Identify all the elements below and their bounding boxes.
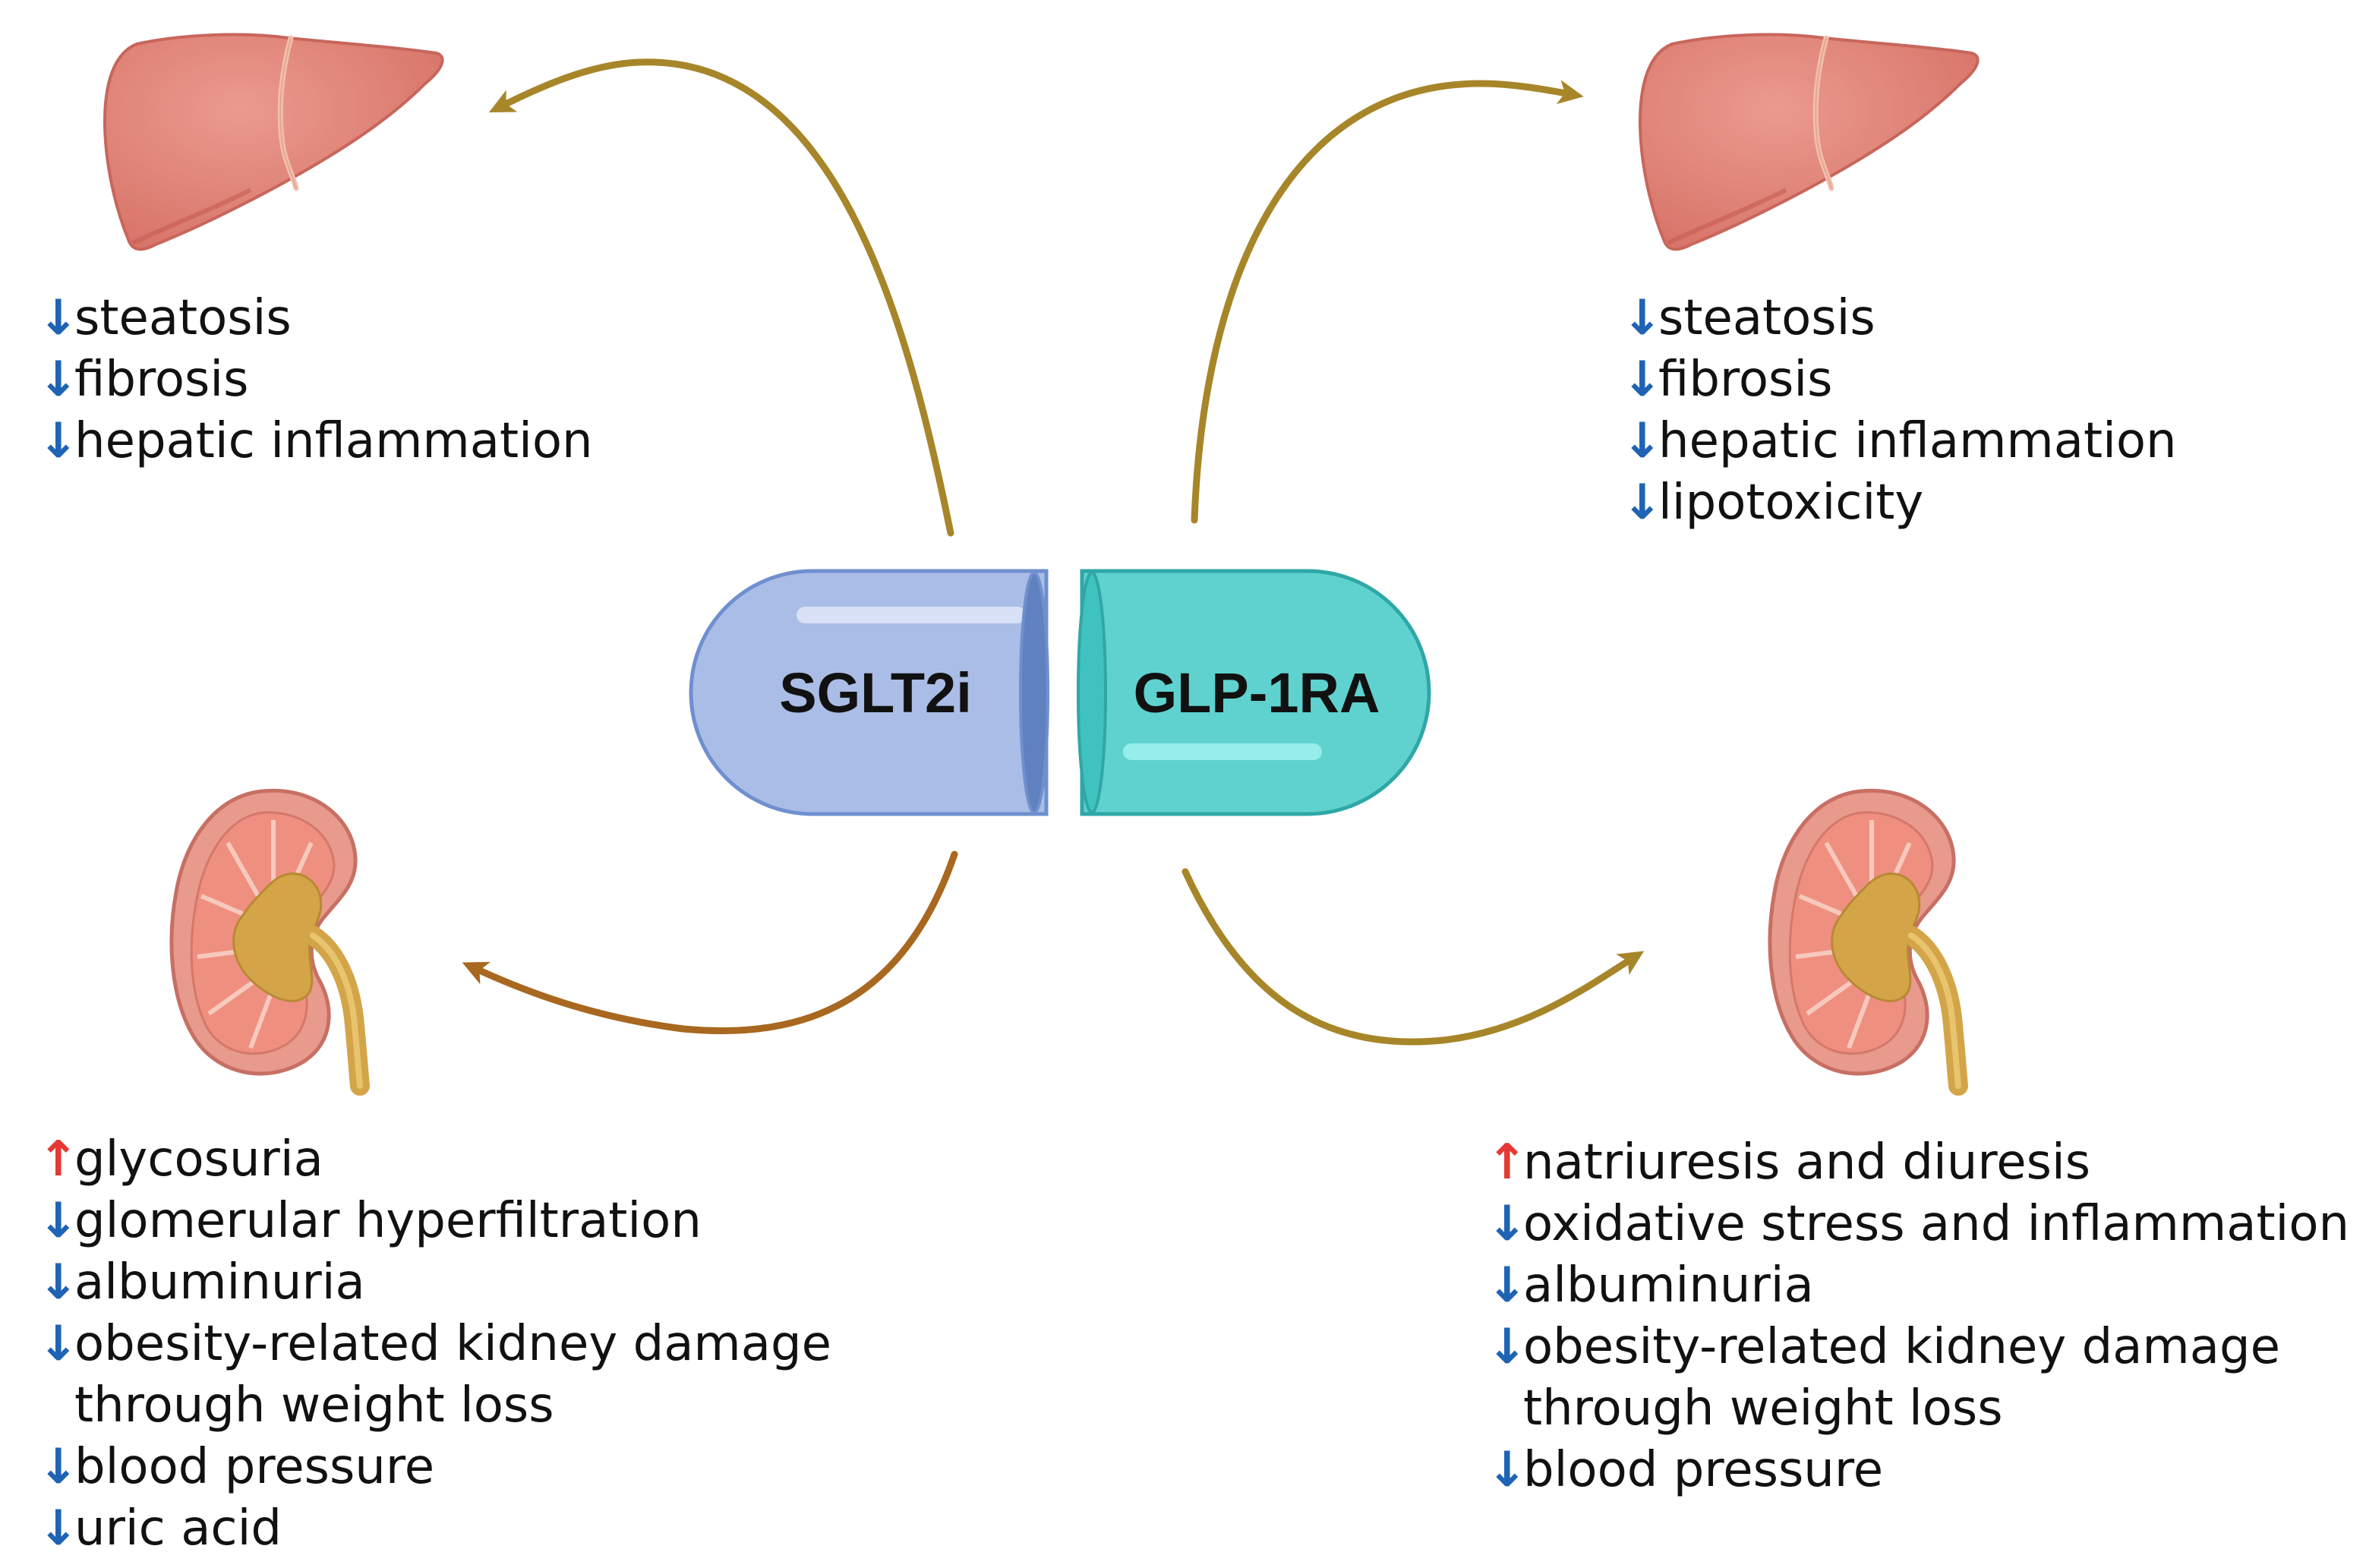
effect-text: albuminuria — [1523, 1257, 1814, 1314]
liver-icon — [103, 33, 444, 251]
down-arrow-icon: ↓ — [1622, 413, 1663, 469]
effect-item: ↓glomerular hyperfiltration — [38, 1191, 831, 1252]
effect-item: ↓blood pressure — [1487, 1440, 2349, 1501]
effect-item: ↓obesity-related kidney damage — [38, 1314, 831, 1375]
kidney-icon — [1768, 788, 1968, 1096]
down-arrow-icon: ↓ — [38, 1439, 79, 1495]
effect-text: blood pressure — [74, 1439, 435, 1495]
pill-right-label: GLP-1RA — [1134, 661, 1380, 724]
effect-item: ↓albuminuria — [1487, 1255, 2349, 1317]
down-arrow-icon: ↓ — [1487, 1257, 1528, 1314]
effect-text: steatosis — [74, 290, 292, 346]
liver-effects-glp1ra: ↓steatosis↓fibrosis↓hepatic inflammation… — [1622, 288, 2177, 534]
kidney-effects-sglt2i: ↑glycosuria↓glomerular hyperfiltration↓a… — [38, 1129, 831, 1560]
effect-text: through weight loss — [1523, 1380, 2003, 1437]
down-arrow-icon: ↓ — [1622, 290, 1663, 346]
effect-text: glomerular hyperfiltration — [74, 1193, 702, 1249]
effect-item: ↓steatosis — [1622, 288, 2177, 349]
down-arrow-icon: ↓ — [38, 352, 79, 408]
effect-text: obesity-related kidney damage — [1523, 1319, 2280, 1375]
effect-text: natriuresis and diuresis — [1523, 1134, 2091, 1191]
liver-icon — [1638, 33, 1980, 251]
arrow-glp1ra-to-liver — [1191, 80, 1584, 524]
effect-item: ↓albuminuria — [38, 1252, 831, 1314]
effect-item: through weight loss — [38, 1375, 831, 1437]
up-arrow-icon: ↑ — [1487, 1134, 1528, 1191]
down-arrow-icon: ↓ — [1622, 352, 1663, 408]
effect-item: ↓fibrosis — [38, 349, 593, 411]
kidney-icon — [169, 788, 370, 1096]
effect-item: ↓steatosis — [38, 288, 593, 349]
down-arrow-icon: ↓ — [1622, 475, 1663, 531]
effect-text: hepatic inflammation — [74, 413, 593, 469]
effect-text: obesity-related kidney damage — [74, 1316, 831, 1372]
pill-glp1ra: GLP-1RA — [1077, 569, 1431, 816]
down-arrow-icon: ↓ — [38, 1500, 79, 1557]
effect-item: ↓uric acid — [38, 1498, 831, 1560]
down-arrow-icon: ↓ — [38, 1193, 79, 1249]
effect-item: ↑natriuresis and diuresis — [1487, 1132, 2349, 1194]
effect-item: ↓hepatic inflammation — [38, 411, 593, 472]
down-arrow-icon: ↓ — [38, 1316, 79, 1372]
effect-text: fibrosis — [1658, 352, 1833, 408]
effect-text: uric acid — [74, 1500, 282, 1557]
effect-text: lipotoxicity — [1658, 475, 1924, 531]
effect-text: fibrosis — [74, 352, 249, 408]
down-arrow-icon: ↓ — [1487, 1319, 1528, 1375]
up-arrow-icon: ↑ — [38, 1131, 79, 1188]
effect-text: steatosis — [1658, 290, 1875, 346]
effect-item: ↓fibrosis — [1622, 349, 2177, 411]
down-arrow-icon: ↓ — [38, 290, 79, 346]
effect-text: albuminuria — [74, 1254, 365, 1311]
effect-item: ↓oxidative stress and inflammation — [1487, 1194, 2349, 1255]
effect-text: through weight loss — [74, 1377, 554, 1434]
arrow-sglt2i-to-liver — [488, 58, 954, 537]
down-arrow-icon: ↓ — [38, 1254, 79, 1311]
down-arrow-icon: ↓ — [38, 413, 79, 469]
effect-text: hepatic inflammation — [1658, 413, 2177, 469]
effect-item: ↓obesity-related kidney damage — [1487, 1317, 2349, 1378]
arrow-glp1ra-to-kidney — [1181, 868, 1645, 1046]
effect-item: ↓blood pressure — [38, 1437, 831, 1498]
down-arrow-icon: ↓ — [1487, 1442, 1528, 1498]
effect-text: blood pressure — [1523, 1442, 1884, 1498]
pill-sglt2i: SGLT2i — [689, 569, 1049, 816]
arrow-sglt2i-to-kidney — [462, 850, 958, 1034]
effect-item: ↓hepatic inflammation — [1622, 411, 2177, 472]
effect-item: through weight loss — [1487, 1378, 2349, 1440]
kidney-effects-glp1ra: ↑natriuresis and diuresis↓oxidative stre… — [1487, 1132, 2349, 1501]
liver-effects-sglt2i: ↓steatosis↓fibrosis↓hepatic inflammation — [38, 288, 593, 472]
effect-text: glycosuria — [74, 1131, 323, 1188]
effect-item: ↑glycosuria — [38, 1129, 831, 1191]
effect-item: ↓lipotoxicity — [1622, 472, 2177, 534]
effect-text: oxidative stress and inflammation — [1523, 1196, 2350, 1252]
down-arrow-icon: ↓ — [1487, 1196, 1528, 1252]
pill-left-label: SGLT2i — [779, 661, 972, 724]
